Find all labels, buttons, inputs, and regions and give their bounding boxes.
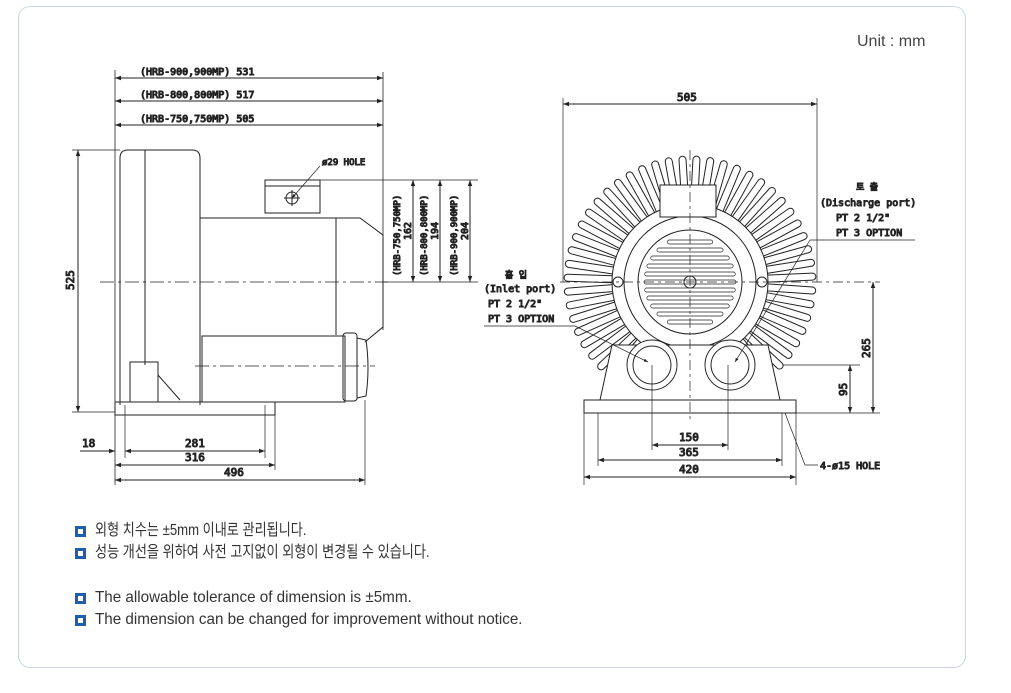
dim-531-label: (HRB-900,900MP) 531 xyxy=(140,67,254,78)
side-view: (HRB-900,900MP) 531 (HRB-800,800MP) 517 … xyxy=(64,67,478,485)
note-text: The allowable tolerance of dimension is … xyxy=(95,589,412,606)
motor-body xyxy=(200,217,384,343)
note-text: The dimension can be changed for improve… xyxy=(95,611,523,628)
cooling-fin xyxy=(763,272,817,283)
cooling-fin xyxy=(563,273,617,284)
h-900-label: (HRB-900,900MP) xyxy=(450,195,460,276)
bullet-icon xyxy=(75,614,86,626)
discharge-port xyxy=(704,339,756,391)
dimension-card xyxy=(18,6,966,668)
discharge-en: (Discharge port) xyxy=(820,198,916,209)
bullet-icon xyxy=(75,592,86,604)
terminal-box xyxy=(264,179,321,214)
dim-517-label: (HRB-800,800MP) 517 xyxy=(140,90,254,101)
dim-95-label: 95 xyxy=(837,383,850,396)
dim-18-label: 18 xyxy=(82,437,95,450)
holes-label: 4-ø15 HOLE xyxy=(820,461,880,472)
note-item: 성능 개선을 위하여 사전 고지없이 외형이 변경될 수 있습니다. xyxy=(75,542,503,564)
dim-265-label: 265 xyxy=(860,338,873,358)
bullet-icon xyxy=(75,525,86,537)
blower-housing-side xyxy=(119,149,201,405)
base-plate-side xyxy=(114,401,276,416)
motor-end-flange xyxy=(342,332,358,402)
h-800-value: 194 xyxy=(430,222,441,240)
motor-cylinder xyxy=(201,335,346,403)
dim-316-label: 316 xyxy=(185,451,205,464)
dim-420-label: 420 xyxy=(679,463,699,476)
dim-505-front-label: 505 xyxy=(677,91,697,104)
note-item: 외형 치수는 ±5mm 이내로 관리됩니다. xyxy=(75,520,503,542)
inlet-option: PT 3 OPTION xyxy=(488,314,554,325)
note-item: The dimension can be changed for improve… xyxy=(75,609,545,631)
note-text: 성능 개선을 위하여 사전 고지없이 외형이 변경될 수 있습니다. xyxy=(95,544,430,561)
inlet-en: (Inlet port) xyxy=(484,284,556,295)
front-view: 505 토 출 (Discharge port) PT 2 1/2" PT 3 … xyxy=(484,91,917,485)
inlet-ko: 흡 입 xyxy=(505,269,527,281)
h-750-value: 162 xyxy=(403,222,414,240)
note-item: The allowable tolerance of dimension is … xyxy=(75,587,545,609)
dim-525-label: 525 xyxy=(64,270,77,290)
note-text: 외형 치수는 ±5mm 이내로 관리됩니다. xyxy=(95,522,307,539)
inlet-pt: PT 2 1/2" xyxy=(488,299,542,310)
dim-496-label: 496 xyxy=(224,466,244,479)
bullet-icon xyxy=(75,547,86,559)
h-800-label: (HRB-800,800MP) xyxy=(420,195,430,276)
discharge-option: PT 3 OPTION xyxy=(836,228,902,239)
terminal-box-front xyxy=(659,184,717,218)
dim-365-label: 365 xyxy=(679,446,699,459)
dim-281-label: 281 xyxy=(185,437,205,450)
dim-150-label: 150 xyxy=(679,431,699,444)
dim-505-label: (HRB-750,750MP) 505 xyxy=(140,114,254,125)
h-900-value: 204 xyxy=(460,222,471,240)
cooling-fin xyxy=(563,284,617,296)
notes-english: The allowable tolerance of dimension is … xyxy=(75,587,545,631)
notes-korean: 외형 치수는 ±5mm 이내로 관리됩니다. 성능 개선을 위하여 사전 고지없… xyxy=(75,520,503,564)
unit-label: Unit : mm xyxy=(857,33,926,50)
foot-bracket xyxy=(129,361,159,403)
discharge-pt: PT 2 1/2" xyxy=(836,213,890,224)
discharge-ko: 토 출 xyxy=(856,182,878,193)
hole-label: ø29 HOLE xyxy=(322,158,365,168)
h-750-label: (HRB-750,750MP) xyxy=(393,195,403,276)
cooling-fin xyxy=(763,283,817,295)
